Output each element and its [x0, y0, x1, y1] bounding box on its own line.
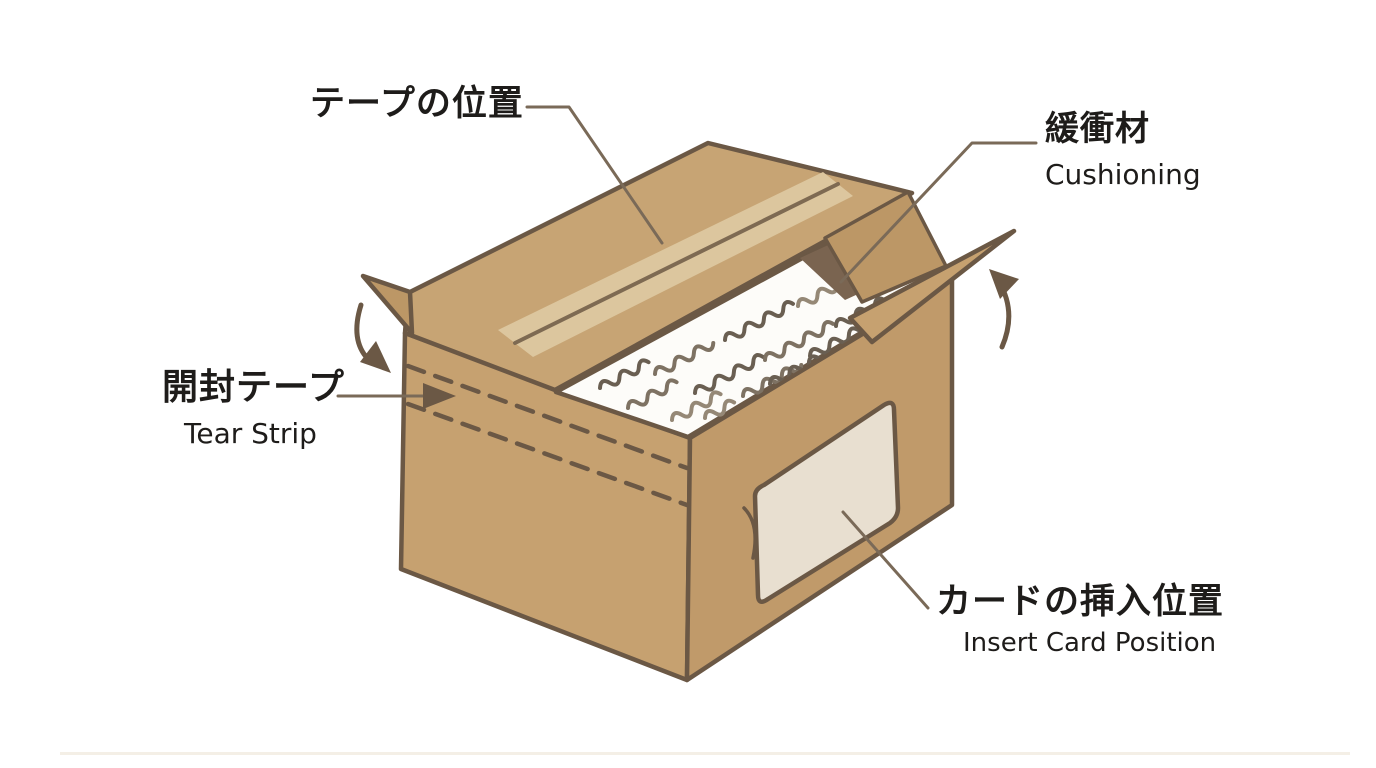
label-insert-card-en: Insert Card Position [963, 628, 1217, 658]
leader-insert-card [841, 510, 930, 610]
label-insert-card-jp: カードの挿入位置 [936, 582, 1225, 622]
right-side-flap [847, 228, 1017, 345]
label-cushioning-jp: 緩衝材 [1045, 109, 1150, 149]
card-slot-curve [742, 506, 757, 560]
label-tear-strip-en: Tear Strip [184, 417, 317, 450]
arrowhead-up-icon [989, 269, 1019, 299]
open-direction-arrow-right [989, 269, 1019, 350]
ground-shadow-line [60, 752, 1350, 755]
insert-card-window [752, 400, 901, 604]
tear-strip-dash-upper [405, 363, 690, 471]
label-tear-strip-jp: 開封テープ [162, 367, 345, 408]
label-tape-position-jp: テープの位置 [310, 84, 524, 124]
tear-strip-dash-lower [405, 401, 690, 508]
leader-tape-position [525, 105, 664, 245]
open-direction-arrow-left [354, 302, 391, 373]
tear-strip-arrow-icon [423, 383, 456, 409]
tape-center-line [513, 182, 840, 345]
leader-tear-strip [336, 383, 456, 409]
left-side-flap [360, 273, 415, 336]
arrowhead-down-icon [360, 341, 391, 373]
leader-cushioning [839, 141, 1038, 284]
label-cushioning-en: Cushioning [1045, 158, 1201, 191]
